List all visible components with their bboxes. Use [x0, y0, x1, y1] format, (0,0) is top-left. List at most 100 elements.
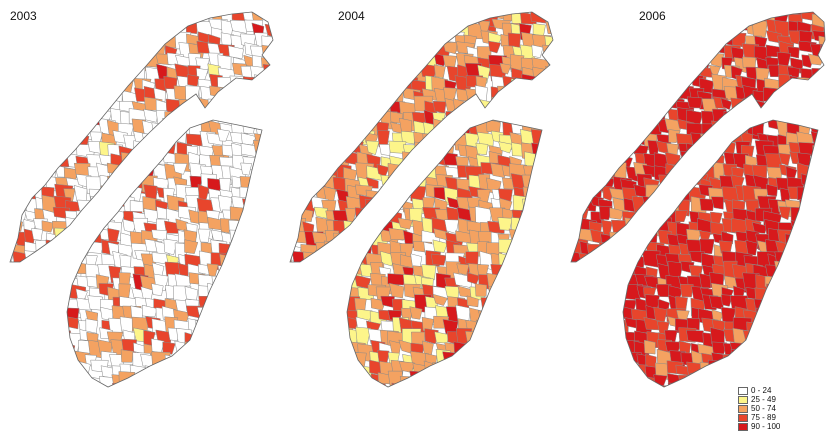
- municipality-region: [304, 362, 322, 380]
- municipality-region: [520, 107, 538, 123]
- municipality-region: [217, 98, 236, 113]
- municipality-region: [12, 165, 29, 180]
- municipality-region: [499, 101, 513, 115]
- municipality-region: [525, 373, 543, 385]
- municipality-region: [67, 374, 81, 387]
- municipality-region: [42, 376, 56, 389]
- municipality-region: [32, 155, 47, 171]
- municipality-region: [90, 396, 102, 415]
- municipality-region: [273, 307, 280, 325]
- municipality-region: [310, 89, 324, 103]
- municipality-region: [100, 185, 114, 204]
- municipality-region: [326, 53, 342, 72]
- municipality-region: [455, 12, 472, 16]
- municipality-region: [369, 53, 389, 67]
- municipality-region: [73, 86, 88, 105]
- municipality-region: [162, 10, 174, 21]
- municipality-region: [174, 365, 190, 384]
- municipality-region: [132, 13, 148, 27]
- municipality-region: [291, 12, 311, 14]
- municipality-region: [280, 399, 295, 416]
- municipality-region: [10, 408, 24, 424]
- municipality-region: [12, 85, 26, 101]
- municipality-region: [121, 47, 136, 65]
- municipality-region: [414, 429, 428, 442]
- municipality-region: [122, 386, 135, 401]
- municipality-region: [19, 54, 39, 68]
- municipality-region: [455, 408, 467, 425]
- municipality-region: [586, 143, 607, 162]
- municipality-region: [267, 145, 278, 164]
- municipality-region: [67, 120, 71, 122]
- municipality-region: [199, 428, 218, 442]
- municipality-region: [55, 285, 71, 297]
- municipality-region: [336, 19, 354, 37]
- municipality-region: [195, 386, 210, 387]
- municipality-region: [510, 275, 524, 290]
- municipality-region: [112, 404, 125, 419]
- municipality-region: [325, 417, 336, 430]
- municipality-region: [174, 420, 191, 432]
- municipality-region: [355, 110, 375, 125]
- municipality-region: [162, 415, 177, 429]
- municipality-region: [46, 41, 60, 61]
- municipality-region: [33, 419, 46, 434]
- municipality-region: [453, 0, 466, 8]
- municipality-region: [456, 362, 471, 380]
- municipality-region: [43, 55, 58, 68]
- municipality-region: [212, 329, 224, 347]
- municipality-region: [151, 351, 171, 366]
- municipality-region: [293, 297, 307, 315]
- municipality-region: [265, 174, 273, 192]
- municipality-region: [209, 350, 227, 369]
- municipality-region: [111, 56, 122, 71]
- municipality-region: [359, 394, 375, 409]
- municipality-region: [99, 62, 113, 77]
- municipality-region: [25, 98, 42, 109]
- municipality-region: [35, 144, 53, 158]
- municipality-region: [212, 394, 224, 406]
- municipality-region: [263, 188, 273, 204]
- municipality-region: [544, 409, 557, 425]
- municipality-region: [448, 399, 462, 416]
- municipality-region: [9, 316, 20, 329]
- municipality-region: [486, 365, 499, 380]
- municipality-region: [314, 376, 330, 389]
- municipality-region: [422, 418, 439, 430]
- municipality-region: [10, 175, 21, 189]
- municipality-region: [19, 427, 32, 442]
- municipality-region: [365, 176, 379, 189]
- municipality-region: [387, 23, 401, 37]
- municipality-region: [677, 30, 691, 49]
- municipality-region: [54, 11, 69, 26]
- municipality-region: [197, 339, 216, 351]
- municipality-region: [290, 0, 308, 18]
- municipality-region: [13, 438, 30, 442]
- municipality-region: [354, 76, 368, 92]
- municipality-region: [10, 55, 21, 70]
- municipality-region: [586, 243, 605, 260]
- municipality-region: [336, 12, 351, 29]
- municipality-region: [167, 12, 187, 23]
- municipality-region: [167, 387, 181, 399]
- municipality-region: [302, 76, 315, 96]
- municipality-region: [544, 383, 555, 395]
- municipality-region: [571, 173, 585, 191]
- municipality-region: [557, 30, 570, 42]
- municipality-region: [292, 416, 304, 427]
- municipality-region: [633, 222, 648, 241]
- municipality-region: [195, 0, 206, 11]
- municipality-region: [112, 130, 128, 144]
- municipality-region: [264, 196, 276, 210]
- municipality-region: [289, 349, 305, 365]
- municipality-region: [412, 152, 428, 169]
- municipality-region: [326, 321, 340, 333]
- municipality-region: [45, 32, 61, 45]
- municipality-region: [367, 34, 378, 52]
- municipality-region: [10, 30, 26, 46]
- municipality-region: [91, 429, 106, 442]
- municipality-region: [634, 34, 651, 48]
- municipality-region: [420, 44, 438, 58]
- municipality-region: [232, 272, 250, 285]
- municipality-region: [425, 12, 441, 24]
